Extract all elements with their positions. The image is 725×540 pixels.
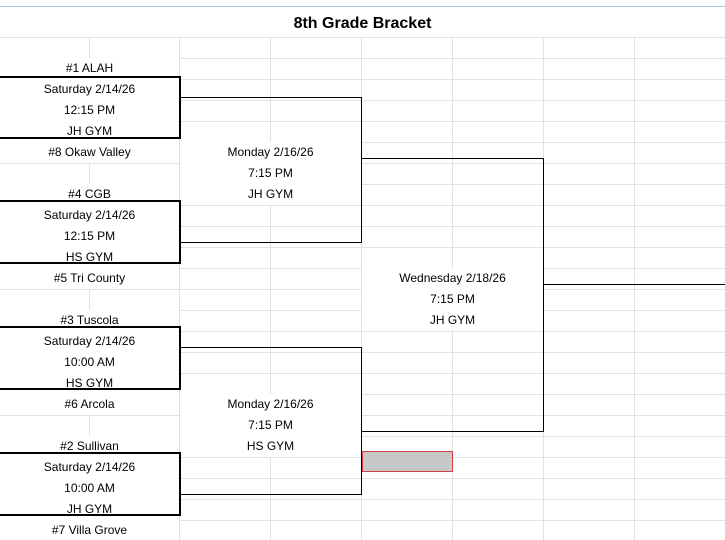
gridline-horizontal xyxy=(0,499,725,500)
game-time-cell[interactable]: 7:15 PM xyxy=(362,289,543,310)
game-location-cell[interactable]: JH GYM xyxy=(0,499,179,520)
gridline-vertical xyxy=(634,37,635,540)
game-location-cell[interactable]: JH GYM xyxy=(362,310,543,331)
team-cell[interactable]: #4 CGB xyxy=(0,184,179,205)
game-location-cell[interactable]: JH GYM xyxy=(180,184,361,205)
team-cell[interactable]: #7 Villa Grove xyxy=(0,520,179,540)
team-cell[interactable]: #1 ALAH xyxy=(0,58,179,79)
game-date-cell[interactable]: Monday 2/16/26 xyxy=(180,394,361,415)
gridline-horizontal xyxy=(0,331,725,332)
bracket-line xyxy=(0,514,180,516)
bracket-line xyxy=(180,97,362,98)
team-cell[interactable]: #2 Sullivan xyxy=(0,436,179,457)
game-location-cell[interactable]: HS GYM xyxy=(0,373,179,394)
game-time-cell[interactable]: 7:15 PM xyxy=(180,163,361,184)
bracket-line xyxy=(0,137,180,139)
game-time-cell[interactable]: 10:00 AM xyxy=(0,352,179,373)
game-location-cell[interactable]: JH GYM xyxy=(0,121,179,142)
bracket-line xyxy=(361,347,362,495)
gridline-vertical xyxy=(361,37,362,540)
gridline-horizontal xyxy=(0,58,725,59)
bracket-line xyxy=(179,452,181,516)
header-divider xyxy=(0,6,725,7)
bracket-title: 8th Grade Bracket xyxy=(293,15,432,32)
bracket-line xyxy=(179,200,181,264)
game-date-cell[interactable]: Saturday 2/14/26 xyxy=(0,205,179,226)
bracket-line xyxy=(544,284,725,285)
bracket-line xyxy=(0,200,180,202)
team-cell[interactable]: #3 Tuscola xyxy=(0,310,179,331)
game-time-cell[interactable]: 12:15 PM xyxy=(0,226,179,247)
gridline-horizontal xyxy=(0,373,725,374)
bracket-line xyxy=(180,494,362,495)
game-location-cell[interactable]: HS GYM xyxy=(0,247,179,268)
gridline-horizontal xyxy=(0,142,725,143)
gridline-horizontal xyxy=(0,205,725,206)
game-time-cell[interactable]: 12:15 PM xyxy=(0,100,179,121)
game-date-cell[interactable]: Saturday 2/14/26 xyxy=(0,79,179,100)
bracket-line xyxy=(361,97,362,243)
gridline-horizontal xyxy=(0,79,725,80)
selected-cell[interactable] xyxy=(362,451,453,472)
gridline-horizontal xyxy=(0,352,725,353)
bracket-line xyxy=(543,158,544,432)
gridline-horizontal xyxy=(0,394,725,395)
team-cell[interactable]: #5 Tri County xyxy=(0,268,179,289)
bracket-line xyxy=(0,388,180,390)
bracket-line xyxy=(180,347,362,348)
bracket-line xyxy=(0,262,180,264)
bracket-line xyxy=(0,326,180,328)
gridline-horizontal xyxy=(0,520,725,521)
bracket-line xyxy=(362,431,544,432)
gridline-horizontal xyxy=(0,37,725,38)
gridline-horizontal xyxy=(0,436,725,437)
game-date-cell[interactable]: Monday 2/16/26 xyxy=(180,142,361,163)
gridline-horizontal xyxy=(0,226,725,227)
game-time-cell[interactable]: 7:15 PM xyxy=(180,415,361,436)
bracket-line xyxy=(179,326,181,390)
team-cell[interactable]: #8 Okaw Valley xyxy=(0,142,179,163)
gridline-vertical xyxy=(179,37,180,540)
game-date-cell[interactable]: Saturday 2/14/26 xyxy=(0,331,179,352)
gridline-horizontal xyxy=(0,163,725,164)
game-location-cell[interactable]: HS GYM xyxy=(180,436,361,457)
bracket-line xyxy=(362,158,544,159)
game-date-cell[interactable]: Saturday 2/14/26 xyxy=(0,457,179,478)
gridline-horizontal xyxy=(0,478,725,479)
gridline-horizontal xyxy=(0,415,725,416)
bracket-line xyxy=(179,76,181,139)
bracket-line xyxy=(180,242,362,243)
bracket-line xyxy=(0,76,180,78)
gridline-horizontal xyxy=(0,100,725,101)
gridline-horizontal xyxy=(0,184,725,185)
gridline-horizontal xyxy=(0,247,725,248)
game-date-cell[interactable]: Wednesday 2/18/26 xyxy=(362,268,543,289)
game-time-cell[interactable]: 10:00 AM xyxy=(0,478,179,499)
gridline-vertical xyxy=(270,37,271,540)
team-cell[interactable]: #6 Arcola xyxy=(0,394,179,415)
bracket-line xyxy=(0,452,180,454)
gridline-horizontal xyxy=(0,121,725,122)
